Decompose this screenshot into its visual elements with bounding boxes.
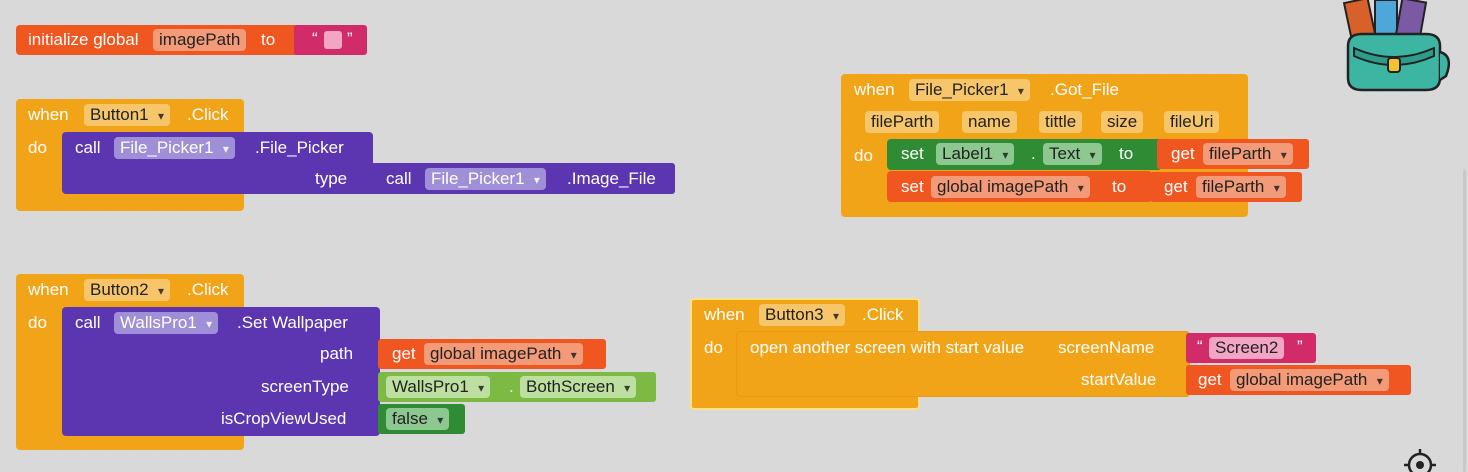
string-open-quote: “ [1197,337,1203,356]
init-keyword: initialize global [28,30,139,49]
get-keyword: get [392,344,416,363]
boolean-dropdown[interactable]: false [386,408,450,430]
wallspro-dropdown[interactable]: WallsPro1 [114,312,219,334]
event-name: .Click [187,280,229,299]
do-keyword: do [28,138,47,157]
call-keyword: call [75,138,101,157]
do-keyword: do [28,313,47,332]
type-label: type [315,169,348,188]
when-keyword: when [28,105,69,124]
variable-dropdown[interactable]: fileParth [1203,143,1293,165]
get-keyword: get [1171,144,1195,163]
cropview-label: isCropViewUsed [221,409,347,428]
open-screen-label: open another screen with start value [750,338,1025,357]
call-file-picker-block-tail [310,163,374,194]
button3-dropdown[interactable]: Button3 [759,304,845,326]
screen2-text-field[interactable]: Screen2 [1209,337,1285,359]
variable-dropdown[interactable]: global imagePath [931,176,1090,198]
button1-dropdown[interactable]: Button1 [84,104,170,126]
call-keyword: call [75,313,101,332]
method-name: .File_Picker [255,138,344,157]
screentype-label: screenType [261,377,349,396]
screen-option-dropdown[interactable]: BothScreen [520,376,637,398]
path-label: path [320,344,354,363]
call-keyword: call [386,169,412,188]
wallspro-dropdown[interactable]: WallsPro1 [386,376,491,398]
set-keyword: set [901,144,924,163]
open-another-screen-block[interactable] [736,331,1190,397]
backpack-icon[interactable] [1340,0,1455,92]
to-keyword: to [1112,177,1127,196]
screenname-label: screenName [1058,338,1155,357]
button2-dropdown[interactable]: Button2 [84,279,170,301]
init-var-name[interactable]: imagePath [153,29,247,51]
param-fileparth[interactable]: fileParth [865,111,940,133]
dot-separator: . [509,377,514,396]
do-keyword: do [704,338,723,357]
to-keyword: to [1119,144,1134,163]
do-keyword: do [854,146,873,165]
recenter-icon[interactable] [1402,447,1438,472]
set-keyword: set [901,177,924,196]
file-picker-event-dropdown[interactable]: File_Picker1 [909,79,1030,101]
event-name: .Got_File [1050,80,1119,99]
event-name: .Click [862,305,904,324]
variable-dropdown[interactable]: global imagePath [424,343,583,365]
get-keyword: get [1164,177,1188,196]
string-close-quote: ” [347,29,353,48]
param-name[interactable]: name [962,111,1017,133]
variable-dropdown[interactable]: global imagePath [1230,369,1389,391]
empty-string-field[interactable] [324,31,342,49]
get-keyword: get [1198,370,1222,389]
string-close-quote: ” [1297,337,1303,356]
variable-dropdown[interactable]: fileParth [1196,176,1286,198]
method-name: .Image_File [567,169,656,188]
method-name: .Set Wallpaper [237,313,348,332]
startvalue-label: startValue [1081,370,1157,389]
file-picker-dropdown[interactable]: File_Picker1 [114,137,235,159]
param-size[interactable]: size [1101,111,1144,133]
string-open-quote: “ [312,29,318,48]
set-label-text-block[interactable] [887,139,1162,170]
when-keyword: when [28,280,69,299]
param-fileuri[interactable]: fileUri [1164,111,1220,133]
when-keyword: when [704,305,745,324]
dot-separator: . [1031,144,1036,163]
label-dropdown[interactable]: Label1 [936,143,1015,165]
when-keyword: when [854,80,895,99]
property-dropdown[interactable]: Text [1043,143,1102,165]
event-name: .Click [187,105,229,124]
param-tittle[interactable]: tittle [1039,111,1083,133]
init-to: to [261,30,276,49]
vertical-scrollbar[interactable] [1463,170,1466,472]
file-picker-dropdown[interactable]: File_Picker1 [425,168,546,190]
